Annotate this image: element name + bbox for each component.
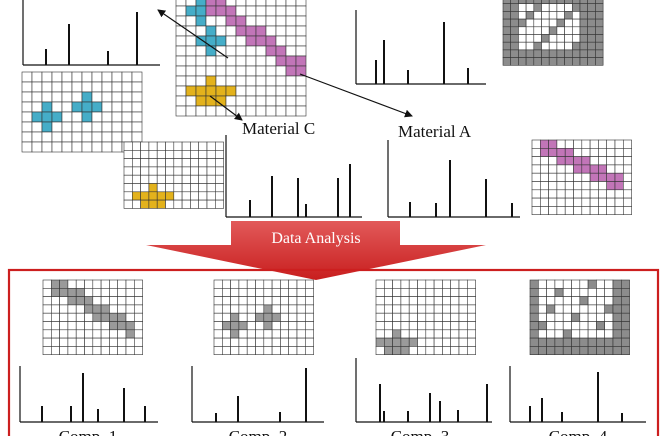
component-grids [42, 279, 630, 355]
spectrum-top-right [355, 10, 486, 85]
comp-2-spectrum [191, 366, 324, 423]
topright-grid-cells [502, 0, 604, 66]
material-a-pattern-grid [531, 139, 632, 215]
comp-4-label: Comp. 4 [549, 427, 608, 436]
material-b-pattern-grid [21, 71, 143, 153]
material-d-pattern-grid [502, 0, 604, 66]
material-a-spectrum [387, 140, 520, 218]
material-c-label: Material C [242, 119, 315, 138]
pink-grid-cells [531, 139, 632, 215]
comp-4-grid [529, 279, 630, 355]
comp-3-label: Comp. 3 [391, 427, 450, 436]
material-c-pattern-grid [123, 141, 224, 209]
combined-sample-grid [175, 0, 307, 117]
comp-3-grid [375, 279, 476, 355]
comp-2-label: Comp. 2 [229, 427, 288, 436]
comp-1-label: Comp. 1 [59, 427, 118, 436]
combined-grid-cells [175, 0, 307, 117]
material-c-spectrum [225, 135, 362, 218]
comp-2-grid [213, 279, 314, 355]
comp-4-spectrum [509, 366, 646, 423]
comp-1-grid [42, 279, 143, 355]
data-analysis-arrow [146, 221, 486, 280]
blue-grid-cells [21, 71, 143, 153]
yellow-grid-cells [123, 141, 224, 209]
relation-arrows [157, 9, 413, 121]
data-analysis-label: Data Analysis [271, 230, 360, 247]
results-box [7, 268, 660, 436]
comp-1-spectrum [19, 366, 158, 423]
material-a-label: Material A [398, 122, 472, 141]
spectrum-top-left [22, 0, 160, 66]
comp-3-spectrum [355, 358, 492, 423]
